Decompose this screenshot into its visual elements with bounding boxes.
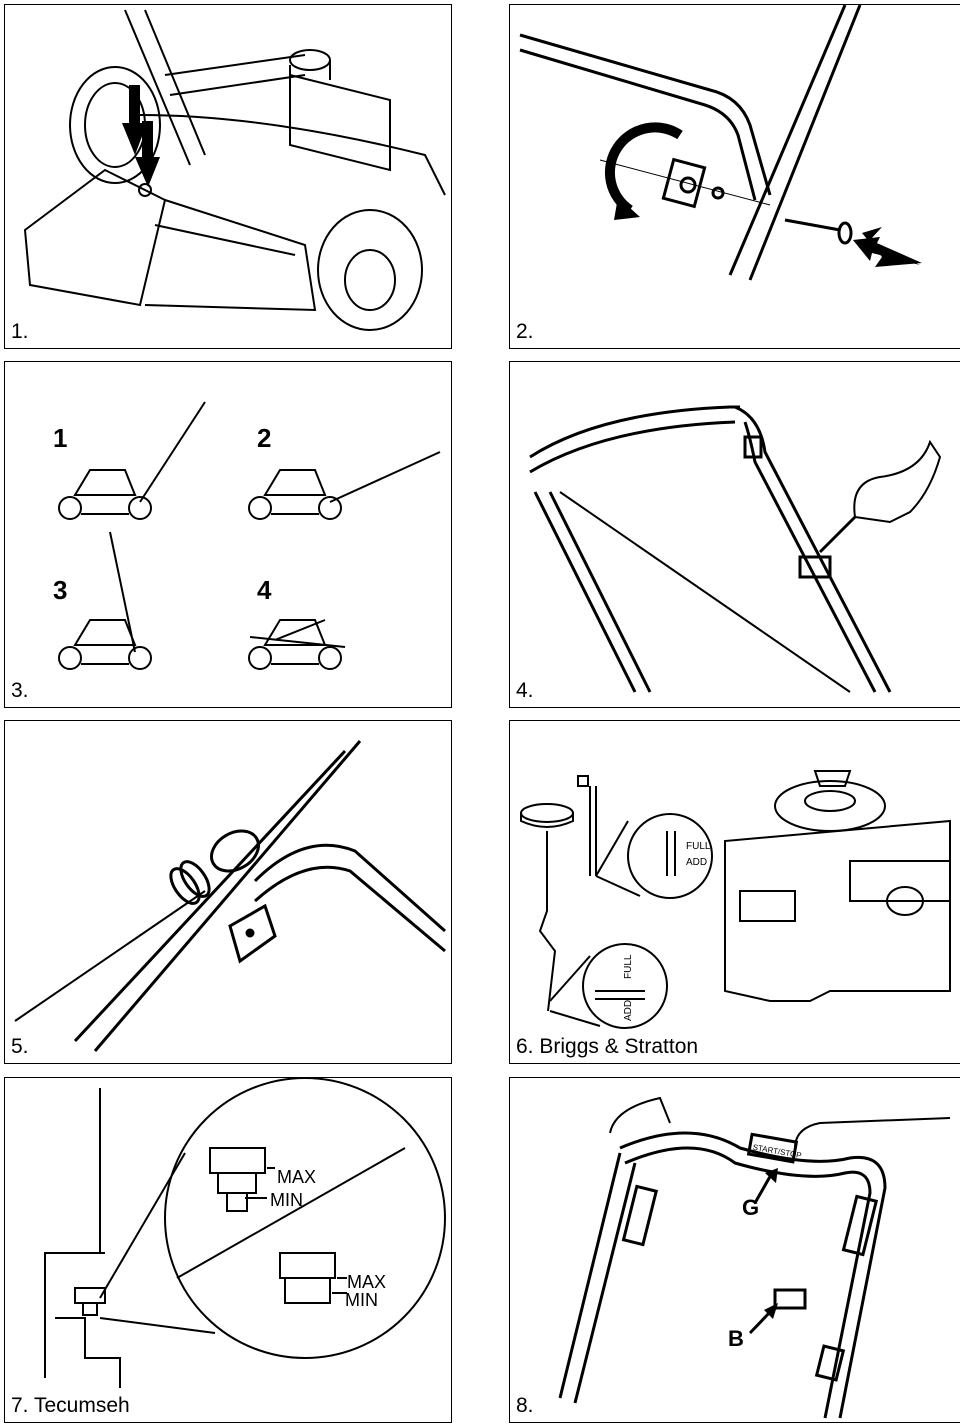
- panel-5: 5.: [4, 720, 452, 1064]
- panel-4: 4.: [509, 361, 960, 708]
- rotate-arrow-icon: [604, 122, 683, 215]
- panel-8: START/STOP G B 8.: [509, 1077, 960, 1423]
- illustration-start-stop-bar: START/STOP G B: [558, 1096, 951, 1419]
- position-label-2: 2: [257, 423, 271, 453]
- position-label-4: 4: [257, 575, 272, 605]
- panel-4-caption: 4.: [516, 679, 534, 702]
- panel-3: 1 2 3 4 3.: [4, 361, 452, 708]
- panel-1-caption: 1.: [11, 320, 29, 343]
- illustration-oil-plug: MAX MIN MAX MIN: [44, 1078, 446, 1388]
- illustration-handle-bolt: [519, 5, 922, 281]
- illustration-cable-guide: [14, 740, 446, 1052]
- panel-5-caption: 5.: [11, 1035, 29, 1058]
- arrow-down-icon: [122, 85, 160, 187]
- position-label-3: 3: [53, 575, 67, 605]
- position-label-1: 1: [53, 423, 67, 453]
- arrow-left-icon: [862, 227, 922, 267]
- illustration-cable-clip: [529, 405, 942, 693]
- panel-2-caption: 2.: [516, 320, 534, 343]
- arrow-up-icon: [753, 1172, 774, 1204]
- illustration-grass-bag-mount: [23, 9, 446, 331]
- label-b: B: [728, 1326, 744, 1351]
- panel-2: 2.: [509, 4, 960, 349]
- dipstick-add-label-bottom: ADD: [623, 1000, 634, 1021]
- plug-max-label-bottom: MAX: [347, 1272, 386, 1292]
- plug-max-label-top: MAX: [277, 1167, 316, 1187]
- panel-8-caption: 8.: [516, 1394, 534, 1417]
- panel-7-caption: 7. Tecumseh: [11, 1394, 130, 1417]
- plug-min-label-top: MIN: [270, 1190, 303, 1210]
- illustration-handle-positions: 1 2 3 4: [53, 401, 441, 670]
- panel-7: MAX MIN MAX MIN 7. Tecumseh: [4, 1077, 452, 1423]
- dipstick-full-label-top: FULL: [686, 841, 711, 852]
- panel-3-caption: 3.: [11, 679, 29, 702]
- plug-min-label-bottom: MIN: [345, 1290, 378, 1310]
- panel-6-caption: 6. Briggs & Stratton: [516, 1035, 699, 1058]
- dipstick-full-label-bottom: FULL: [623, 954, 634, 979]
- panel-1: 1.: [4, 4, 452, 349]
- label-g: G: [742, 1195, 759, 1220]
- panel-6: FULL ADD FULL ADD 6. Briggs & Stratton: [509, 720, 960, 1064]
- illustration-oil-dipstick: FULL ADD FULL ADD: [520, 770, 951, 1029]
- dipstick-add-label-top: ADD: [686, 857, 707, 868]
